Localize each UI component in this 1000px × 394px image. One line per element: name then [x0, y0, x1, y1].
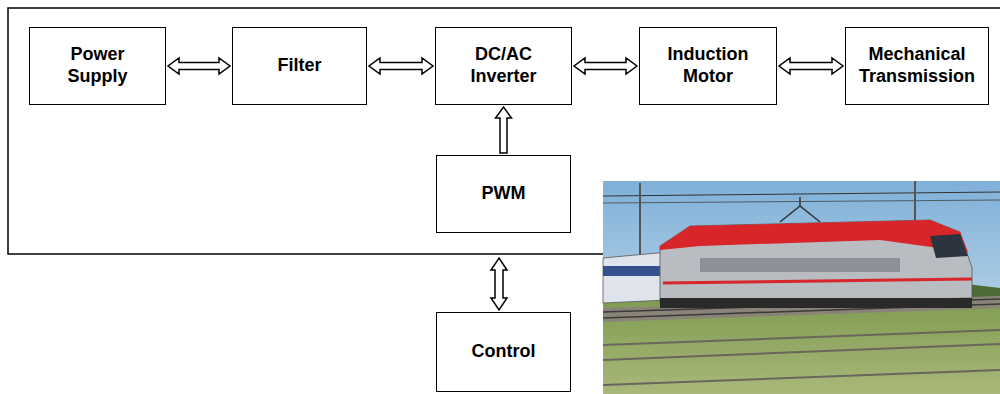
- process-box: Filter: [232, 27, 367, 105]
- hollow-arrow: [369, 58, 433, 74]
- cab-window: [930, 234, 968, 258]
- process-box: Induction Motor: [639, 27, 777, 105]
- rail: [603, 370, 1000, 385]
- track-ballast: [603, 296, 1000, 322]
- process-box: Power Supply: [29, 27, 166, 105]
- rail: [603, 299, 1000, 312]
- rail: [603, 344, 1000, 360]
- pantograph: [799, 197, 801, 206]
- process-box: Mechanical Transmission: [845, 27, 989, 105]
- photo-sky: [603, 181, 1000, 394]
- coach-stripe: [603, 266, 668, 276]
- locomotive-stripe: [663, 279, 972, 283]
- control-arrow: [491, 258, 507, 310]
- locomotive-red-roof: [660, 220, 968, 252]
- hollow-arrow: [574, 58, 637, 74]
- process-box: PWM: [436, 155, 571, 233]
- hollow-arrow: [168, 58, 230, 74]
- train-photo: [603, 181, 1000, 394]
- box-label: PWM: [482, 183, 526, 205]
- locomotive-body: [660, 220, 972, 304]
- catenary-wire: [603, 192, 1000, 196]
- process-box: Control: [436, 312, 571, 392]
- box-label: Mechanical Transmission: [856, 44, 978, 87]
- bogies: [660, 298, 972, 308]
- box-label: Filter: [277, 55, 321, 77]
- process-box: DC/AC Inverter: [435, 27, 572, 105]
- box-label: Induction Motor: [650, 44, 766, 87]
- hollow-arrow: [496, 107, 512, 153]
- hollow-arrow: [779, 58, 843, 74]
- box-label: Control: [472, 341, 536, 363]
- box-label: DC/AC Inverter: [446, 44, 561, 87]
- locomotive-grille: [700, 258, 900, 272]
- coach-body: [603, 252, 668, 303]
- catenary-pole: [639, 183, 641, 262]
- box-label: Power Supply: [40, 44, 155, 87]
- rail: [603, 330, 1000, 345]
- pantograph: [780, 206, 820, 222]
- catenary-wire: [603, 200, 1000, 203]
